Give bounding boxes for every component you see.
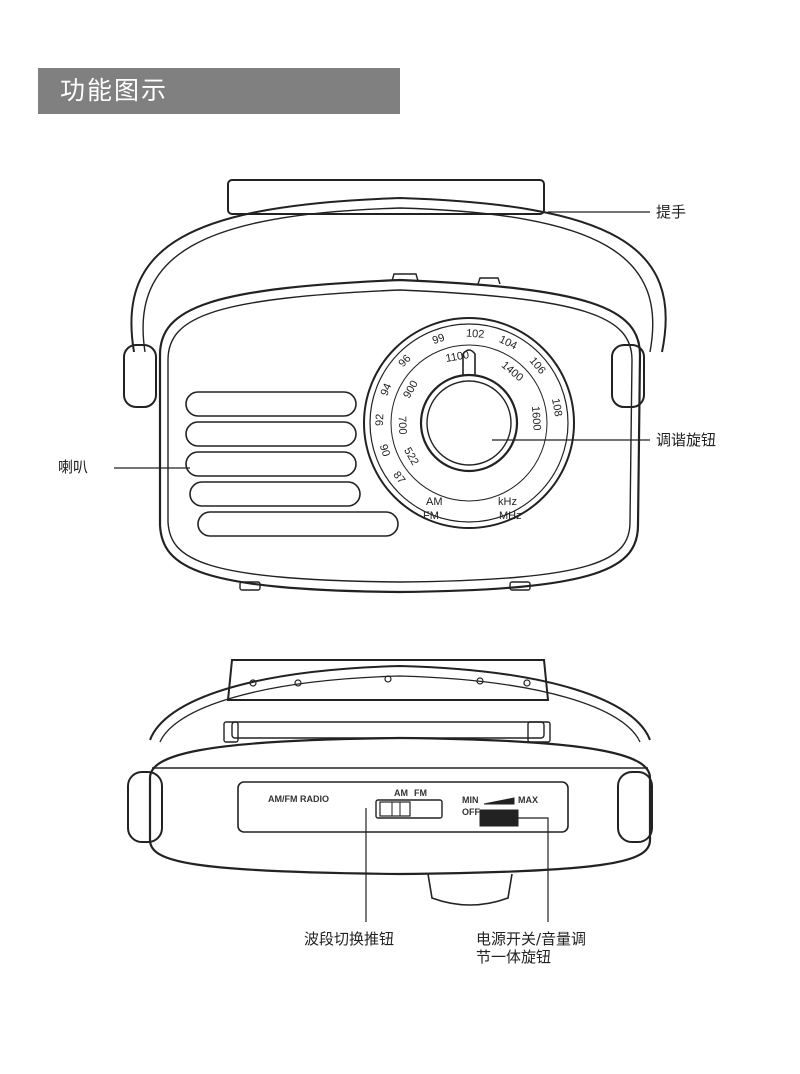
dial-ring-2 [369,323,569,523]
speaker-slot-2 [185,421,357,447]
fm-tick-label-5: 99 [431,332,447,347]
speaker-slot-5 [197,511,399,537]
rivet-3 [384,675,392,683]
top-body-outer [148,736,652,876]
tuning-knob-outer [419,373,519,473]
panel-fm: FM [414,788,427,798]
top-handle-strap [149,664,651,741]
radio-body-inner [167,289,633,583]
am-tick-label-4: 1400 [499,359,525,384]
antenna-tip-right [527,721,551,743]
fm-tick-label-2: 92 [374,414,386,427]
handle-grip [227,179,545,215]
tuning-knob-inner [426,380,512,466]
volume-ramp-icon [483,797,515,805]
bottom-knob [427,873,513,906]
callout-band-switch: 波段切换推钮 [304,930,395,948]
foot-left [239,581,261,591]
callout-speaker: 喇叭 [58,458,89,476]
panel-min: MIN [462,795,479,805]
dial-pointer [462,349,476,375]
speaker-slot-4 [189,481,361,507]
speaker-slot-1 [185,391,357,417]
control-panel [237,781,569,833]
am-tick-label-0: 522 [401,446,421,468]
top-handle-grip [226,659,550,701]
dial-ring-3 [390,344,548,502]
antenna [231,721,545,739]
speaker-slot-3 [185,451,357,477]
fm-tick-label-0: 87 [390,469,407,486]
panel-brand: AM/FM RADIO [268,794,329,804]
foot-right [509,581,531,591]
am-tick-label-5: 1600 [529,406,543,431]
panel-max: MAX [518,795,538,805]
panel-am: AM [394,788,408,798]
page-title: 功能图示 [38,68,400,114]
dial-mhz-label: MHz [499,510,522,522]
am-tick-label-2: 900 [401,379,421,401]
top-cap-left [127,771,163,843]
rivet-5 [523,679,531,687]
fm-tick-label-9: 108 [549,397,564,417]
leader-power-volume [518,817,549,922]
callout-power-volume-line2: 节一体旋钮 [476,948,552,966]
band-switch-slot [375,799,443,819]
radio-body-outer [158,278,642,594]
am-tick-label-1: 700 [396,416,409,435]
handle-strap [130,196,667,353]
callout-handle: 提手 [656,203,687,221]
fm-tick-label-3: 94 [379,382,395,398]
top-handle-strap-inner [159,675,641,743]
top-knob-stub-2 [477,277,501,285]
fm-tick-label-6: 102 [466,328,485,341]
callout-power-volume-line1: 电源开关/音量调 [476,930,587,948]
dial-fm-label: FM [423,510,439,522]
top-cap-right [617,771,653,843]
dial-am-label: AM [426,496,443,508]
rivet-2 [294,679,302,687]
rivet-1 [249,679,257,687]
fm-tick-label-1: 90 [377,443,392,458]
fm-tick-label-7: 104 [497,334,519,353]
antenna-tip-left [223,721,239,743]
am-scale: 522 700 900 1100 1400 1600 [396,349,543,467]
hinge-right [611,344,645,408]
fm-tick-label-4: 96 [396,353,413,370]
top-knob-stub [391,273,419,282]
rivet-4 [476,677,484,685]
hinge-left [123,344,157,408]
dial-outer-ring [363,317,575,529]
callout-tuning-knob: 调谐旋钮 [656,431,717,449]
dial-khz-label: kHz [498,496,517,508]
handle-strap-inner [142,207,654,353]
volume-wheel [479,809,519,827]
panel-off: OFF [462,807,480,817]
am-tick-label-3: 1100 [445,349,470,365]
band-switch-knob [379,801,411,817]
